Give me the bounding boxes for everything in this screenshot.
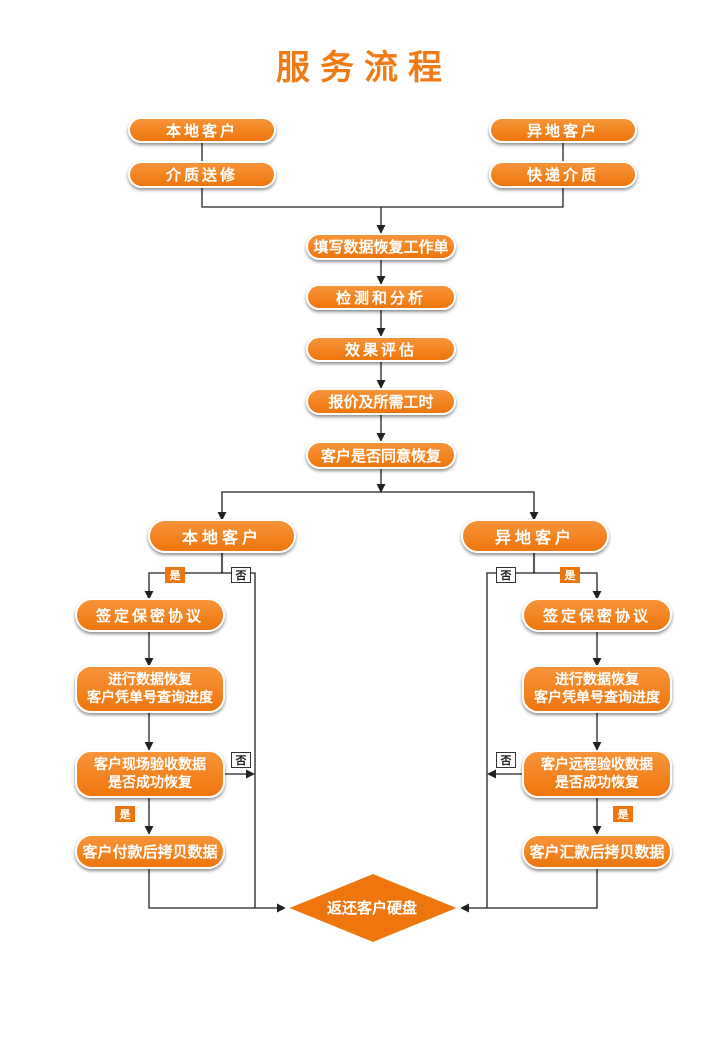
remote-check-line2: 是否成功恢复 <box>555 775 639 791</box>
local-no-tag: 否 <box>231 567 251 583</box>
remote-check-box: 客户远程验收数据 是否成功恢复 <box>522 750 672 798</box>
remote-check-line1: 客户远程验收数据 <box>541 757 653 773</box>
step-agree-decision: 客户是否同意恢复 <box>306 441 456 469</box>
remote-recover-line2: 客户凭单号查询进度 <box>534 690 660 706</box>
remote-check-no-tag: 否 <box>496 752 516 768</box>
remote-agreement-box: 签定保密协议 <box>522 598 672 632</box>
end-label: 返还客户硬盘 <box>326 899 417 917</box>
end-diamond <box>284 871 462 945</box>
local-check-no-tag: 否 <box>231 752 251 768</box>
step-quote: 报价及所需工时 <box>306 388 456 415</box>
remote-recover-line1: 进行数据恢复 <box>555 672 639 688</box>
remote-branch-title: 异地客户 <box>461 519 609 553</box>
local-yes-tag: 是 <box>165 567 185 583</box>
page-title: 服务流程 <box>276 48 452 88</box>
remote-pay-copy-box: 客户汇款后拷贝数据 <box>522 834 672 869</box>
local-check-yes-tag: 是 <box>115 806 135 822</box>
local-recover-box: 进行数据恢复 客户凭单号查询进度 <box>75 665 225 713</box>
remote-recover-box: 进行数据恢复 客户凭单号查询进度 <box>522 665 672 713</box>
local-check-line2: 是否成功恢复 <box>108 775 192 791</box>
local-check-box: 客户现场验收数据 是否成功恢复 <box>75 750 225 798</box>
local-recover-line1: 进行数据恢复 <box>108 672 192 688</box>
remote-customer-box: 异地客户 <box>489 117 637 143</box>
remote-yes-tag: 是 <box>560 567 580 583</box>
local-recover-line2: 客户凭单号查询进度 <box>87 690 213 706</box>
remote-method-box: 快递介质 <box>489 161 637 188</box>
local-method-box: 介质送修 <box>128 161 276 188</box>
remote-check-yes-tag: 是 <box>613 806 633 822</box>
remote-no-tag: 否 <box>496 567 516 583</box>
step-detect-analyze: 检测和分析 <box>306 284 456 310</box>
local-branch-title: 本地客户 <box>148 519 296 553</box>
local-pay-copy-box: 客户付款后拷贝数据 <box>75 834 225 869</box>
local-check-line1: 客户现场验收数据 <box>94 757 206 773</box>
local-agreement-box: 签定保密协议 <box>75 598 225 632</box>
step-evaluate: 效果评估 <box>306 336 456 362</box>
local-customer-box: 本地客户 <box>128 117 276 143</box>
step-fill-form: 填写数据恢复工作单 <box>306 233 456 260</box>
